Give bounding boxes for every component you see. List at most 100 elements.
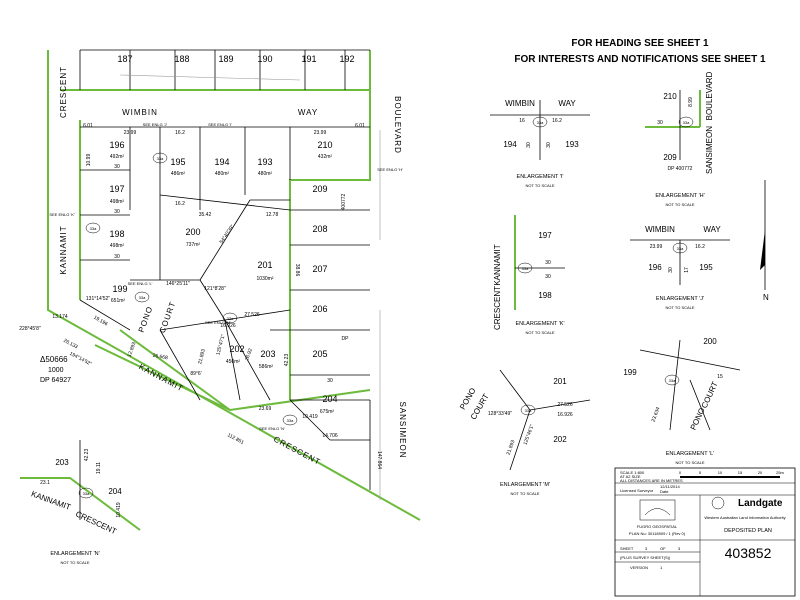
- road-kannamit-left: KANNAMIT: [59, 225, 68, 274]
- enl-dim: 15: [717, 374, 723, 380]
- enl-dim: 16.2: [552, 118, 562, 124]
- lot-number: 196: [109, 140, 124, 150]
- lot-area: 586m²: [259, 364, 274, 370]
- licensed-surveyor: Licensed Surveyor: [620, 488, 654, 493]
- lot-area: 737m²: [186, 242, 201, 248]
- enl-lot: 195: [699, 263, 713, 272]
- dim: 26.133: [62, 338, 79, 351]
- dim: 27.526: [244, 312, 260, 318]
- dim: 14.706: [322, 433, 338, 439]
- lot-204: 204 675m²: [320, 394, 338, 415]
- dim: 30: [114, 209, 120, 215]
- lot-number: 199: [112, 284, 127, 294]
- enl-green: [20, 477, 141, 531]
- crest-icon: [711, 496, 725, 510]
- lot-area: 432m²: [318, 154, 333, 160]
- lot-number: 195: [170, 157, 185, 167]
- enl-dim: 10.419: [116, 502, 122, 518]
- lot-area: 480m²: [258, 171, 273, 177]
- enl-road: SANSIMEON: [705, 126, 714, 174]
- enlg-ref: SEE ENLG 'J': [143, 122, 168, 127]
- version-label: VERSION: [630, 565, 648, 570]
- dim: 26.668: [152, 353, 168, 362]
- enl-caption: ENLARGEMENT 'L': [666, 451, 714, 457]
- enl-dim: 30: [546, 142, 552, 148]
- dim: 23.69: [259, 406, 272, 412]
- enl-dim: 30: [526, 142, 532, 148]
- dp-code: Δ50666: [40, 355, 68, 364]
- lot-202: 202 450m²: [226, 344, 245, 365]
- enl-road: PONO: [689, 406, 707, 431]
- dp-number: DP 64927: [40, 377, 71, 384]
- bearing: 146°25'11": [166, 281, 190, 287]
- enl-lot: 198: [538, 291, 552, 300]
- scale-tick: 5: [699, 470, 702, 475]
- enl-lot: 204: [108, 487, 122, 496]
- enl-note: NOT TO SCALE: [675, 460, 704, 465]
- enl-lot: 200: [703, 337, 717, 346]
- lot-208: 208: [312, 224, 327, 234]
- enlargement-refs: SEE ENLG 'I' SEE ENLG 'J' SEE ENLG 'H' S…: [49, 122, 403, 431]
- enl-lot: 194: [503, 140, 517, 149]
- road-pono: PONO: [137, 305, 155, 334]
- bearing: 228°45'8": [19, 326, 41, 332]
- lot-area: 492m²: [110, 154, 125, 160]
- road-court: COURT: [158, 300, 178, 334]
- version: 1: [660, 565, 663, 570]
- enl-dim: 42.23: [84, 449, 90, 462]
- peg-label: 33a: [139, 295, 146, 300]
- peg-label: 33a: [287, 418, 294, 423]
- peg-circle: [282, 414, 298, 426]
- road-way: WAY: [298, 108, 318, 117]
- enl-lot: 199: [623, 368, 637, 377]
- enl-road: BOULEVARD: [705, 71, 714, 120]
- enl-lot: 202: [553, 435, 567, 444]
- lot-number: 207: [312, 264, 327, 274]
- dim: 400772: [341, 193, 347, 210]
- north-arrow: N: [760, 180, 769, 302]
- road-boulevard: BOULEVARD: [393, 96, 402, 154]
- dp-num: 1000: [48, 367, 64, 374]
- enl-caption: ENLARGEMENT 'N': [50, 551, 99, 557]
- lot-199: 199 651m²: [111, 284, 128, 304]
- enl-peg: 33a: [522, 266, 529, 271]
- enl-caption: ENLARGEMENT 'K': [515, 321, 564, 327]
- enl-road: KANNAMIT: [30, 489, 72, 512]
- bearing: 54°40'39": [219, 224, 236, 245]
- enl-road: WIMBIN: [645, 225, 675, 234]
- lot-number: 206: [312, 304, 327, 314]
- firm-logo-mark: [644, 508, 671, 516]
- dim: 30: [114, 254, 120, 260]
- lot-number: 194: [214, 157, 229, 167]
- enl-caption: ENLARGEMENT 'J': [656, 296, 704, 302]
- enl-road: WAY: [703, 225, 721, 234]
- dp-reference: Δ50666 1000 DP 64927: [40, 355, 71, 384]
- dim: 16.2: [175, 201, 185, 207]
- firm-logo: [639, 499, 676, 521]
- bearing: 89°6': [190, 371, 201, 377]
- date: 12/11/2014: [660, 484, 680, 489]
- firm-name: FUGRO GEOSPATIAL: [637, 524, 678, 529]
- peg-label: 33a: [90, 226, 97, 231]
- enl-peg: 33a: [669, 378, 676, 383]
- peg-label: 33a: [157, 156, 164, 161]
- enlargement-n: 203 204 23.1 42.23 19.11 10.419 33a KANN…: [20, 440, 141, 565]
- enl-caption: ENLARGEMENT 'M': [500, 482, 550, 488]
- enl-dim: 30: [545, 260, 551, 266]
- enlargement-i: WIMBIN WAY 16 16.2 30 30 33a 194 193 ENL…: [490, 99, 590, 188]
- enl-dim: 16: [519, 118, 525, 124]
- agency-sub: Western Australian Land Information Auth…: [704, 515, 785, 520]
- enl-dim: 23.1: [40, 480, 50, 486]
- enl-peg: 33a: [525, 408, 532, 413]
- scale-label: SCALE 1:800: [620, 470, 645, 475]
- enl-dim: 21.893: [506, 439, 517, 456]
- lot-area: 498m²: [110, 243, 125, 249]
- sheet-note: (PLUS SURVEY SHEET(S)): [620, 555, 671, 560]
- road-crescent-top: CRESCENT: [59, 66, 68, 118]
- enlg-ref: SEE ENLG 'I': [208, 122, 232, 127]
- enlargement-l: 200 199 15 23.634 33a PONO COURT ENLARGE…: [623, 337, 741, 465]
- enl-dim: 16.2: [695, 244, 705, 250]
- enl-dim: 23.99: [650, 244, 663, 250]
- enl-dim: 27.526: [557, 402, 573, 408]
- enlg-ref: SEE ENLG 'L': [128, 281, 153, 286]
